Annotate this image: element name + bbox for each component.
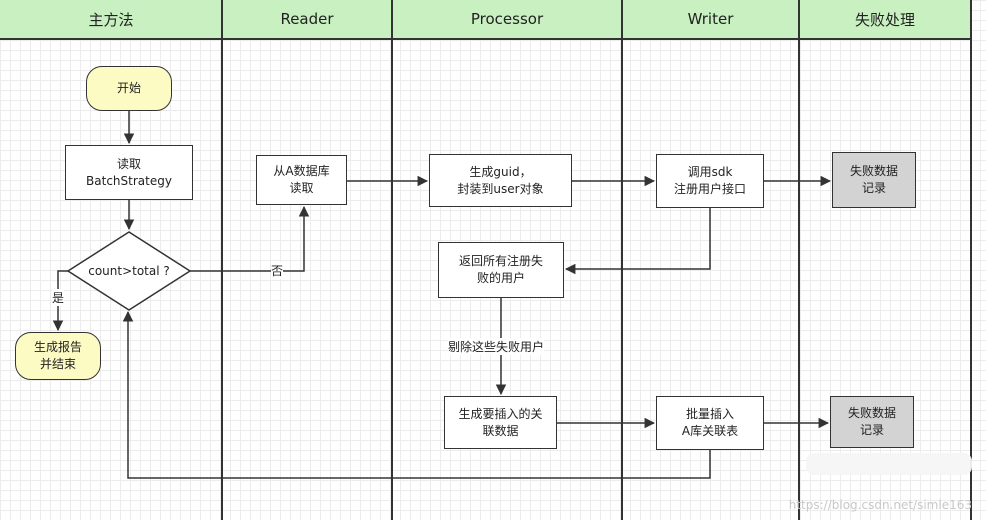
lane-header-failure: 失败处理 <box>799 0 971 40</box>
decision-diamond <box>66 231 192 311</box>
edge-decision-no <box>190 205 310 272</box>
node-generate-guid: 生成guid， 封装到user对象 <box>429 154 572 207</box>
node-failure-record-1: 失败数据 记录 <box>832 152 916 208</box>
lane-header-processor: Processor <box>392 0 622 40</box>
edge-decision-yes <box>52 270 68 332</box>
watermark: https://blog.csdn.net/simle163 <box>788 498 972 512</box>
node-start: 开始 <box>86 66 172 111</box>
lane-divider <box>970 0 972 520</box>
lane-header-main: 主方法 <box>0 0 222 40</box>
node-call-sdk: 调用sdk 注册用户接口 <box>656 154 764 208</box>
node-batch-insert: 批量插入 A库关联表 <box>656 396 764 450</box>
edge-label-no: 否 <box>271 262 284 279</box>
edge-label-yes: 是 <box>52 289 65 306</box>
node-read-db-a: 从A数据库 读取 <box>256 155 347 205</box>
lane-divider <box>221 0 223 520</box>
node-read-batch-strategy: 读取 BatchStrategy <box>65 145 193 200</box>
node-generate-insert: 生成要插入的关 联数据 <box>444 396 557 449</box>
lane-divider <box>798 0 800 520</box>
lane-divider <box>391 0 393 520</box>
lane-header-writer: Writer <box>622 0 799 40</box>
lane-divider <box>621 0 623 520</box>
edge-label-remove: 剔除这些失败用户 <box>448 338 545 355</box>
node-return-failed: 返回所有注册失 败的用户 <box>438 242 564 298</box>
blur-patch <box>806 453 972 475</box>
edge-batch-loop <box>122 310 711 479</box>
node-failure-record-2: 失败数据 记录 <box>830 396 914 448</box>
lane-header-reader: Reader <box>222 0 392 40</box>
node-finish: 生成报告 并结束 <box>15 332 101 380</box>
node-decision-label: count>total ? <box>88 263 170 278</box>
edge-callSdk-return <box>564 208 711 275</box>
